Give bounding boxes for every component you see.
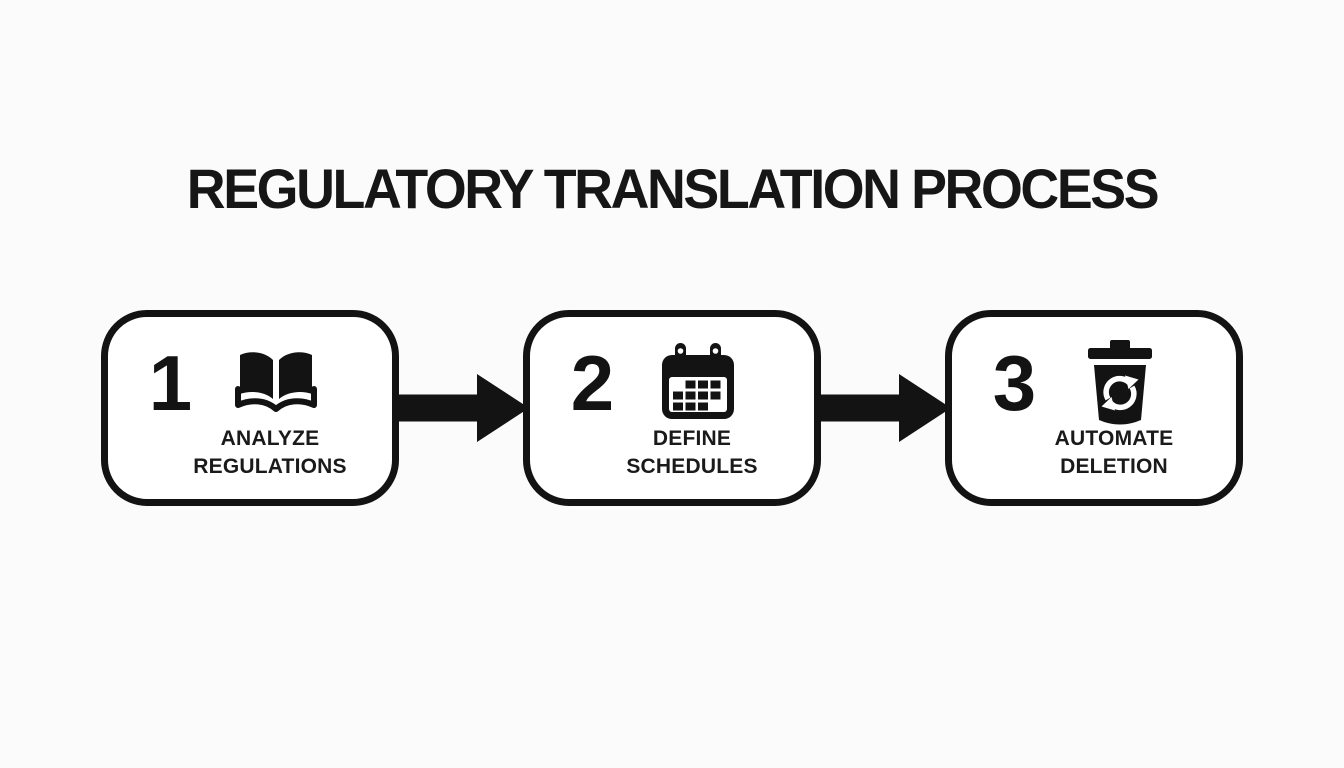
step-label-line2: REGULATIONS [193, 454, 347, 478]
step-1-header: 1 [142, 339, 320, 427]
right-arrow-connector [816, 310, 951, 506]
process-flow: 1 ANALYZE REGULATIONS 2 [0, 310, 1344, 506]
step-3-header: 3 [986, 339, 1164, 427]
step-box-analyze-regulations: 1 ANALYZE REGULATIONS [101, 310, 399, 506]
step-label-line1: ANALYZE [220, 427, 320, 450]
calendar-icon [654, 341, 742, 425]
step-label: AUTOMATE DELETION [994, 425, 1234, 481]
arrow-shaft [394, 394, 479, 422]
arrow-head [899, 374, 951, 442]
step-label-line2: SCHEDULES [626, 454, 758, 478]
diagram-title: REGULATORY TRANSLATION PROCESS [186, 157, 1160, 220]
trash-recycle-icon [1076, 338, 1164, 428]
arrow-shaft [816, 394, 901, 422]
step-label: DEFINE SCHEDULES [572, 425, 812, 481]
step-box-define-schedules: 2 [523, 310, 821, 506]
step-number: 1 [148, 339, 192, 427]
step-number: 2 [570, 339, 614, 427]
step-label: ANALYZE REGULATIONS [150, 425, 390, 481]
step-2-header: 2 [564, 339, 742, 427]
step-label-line1: DEFINE [652, 427, 732, 450]
step-label-line2: DELETION [1060, 454, 1168, 478]
right-arrow-connector [394, 310, 529, 506]
arrow-head [477, 374, 529, 442]
open-book-icon [232, 349, 320, 417]
step-label-line1: AUTOMATE [1054, 427, 1174, 450]
step-box-automate-deletion: 3 AUTOMATE DELETION [945, 310, 1243, 506]
step-number: 3 [992, 339, 1036, 427]
